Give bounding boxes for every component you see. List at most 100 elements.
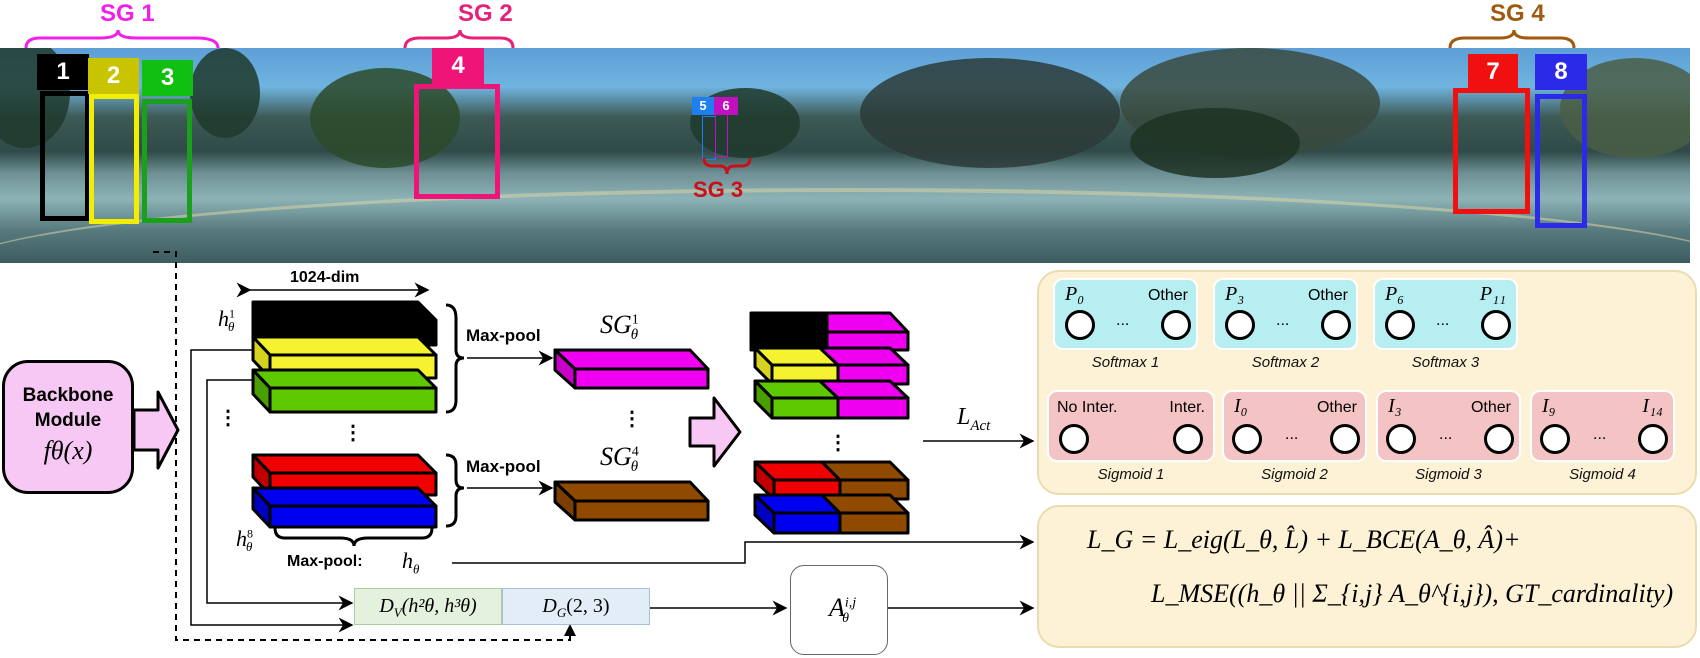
sg-symbol: SG [600, 442, 632, 471]
feature-bar-h3 [268, 386, 438, 414]
softmax-group-3: P₆ P₁₁ ... [1373, 278, 1518, 350]
ellipsis: ... [1276, 312, 1290, 329]
sg-sub: θ [630, 459, 639, 476]
sigmoid-group-3: I₃ Other ... [1376, 390, 1521, 462]
dv-args: (h²θ, h³θ) [401, 595, 477, 617]
sg-sup: 4 [631, 444, 639, 460]
dg-args: (2, 3) [566, 595, 610, 617]
maxpool-label-2: Max-pool [466, 457, 541, 476]
softmax-group-1: P₀ Other ... [1053, 278, 1198, 350]
softmax3-caption: Softmax 3 [1411, 354, 1480, 371]
group-loss-line1: L_G = L_eig(L_θ, L̂) + L_BCE(A_θ, Â)+ [1087, 525, 1521, 554]
sigmoid-group-4: I₉ I₁₄ ... [1530, 390, 1675, 462]
maxpool-label-1: Max-pool [466, 326, 541, 345]
sg-symbol: SG [600, 310, 632, 339]
h-symbol: h [402, 548, 413, 573]
visual-distance-box: DV(h²θ, h³θ) [354, 588, 502, 625]
ellipsis: ... [1436, 312, 1450, 329]
subgroup-label-sg2: SG 2 [458, 0, 513, 27]
adjacency-box: Ai,jθ [790, 565, 888, 655]
h-symbol: h [218, 306, 229, 331]
group-loss-line2: L_MSE((h_θ || Σ_{i,j} A_θ^{i,j}), GT_car… [1151, 579, 1674, 608]
output-node [1386, 424, 1416, 454]
h-sub: θ [228, 319, 235, 335]
output-node [1232, 424, 1262, 454]
feature-label-h1: h1θ [218, 306, 235, 335]
person-tag-5: 5 [692, 97, 714, 115]
person-tag-1: 1 [37, 54, 89, 90]
subgroup-bar-sg4 [573, 499, 710, 522]
subgroup-label-sg1: SG 1 [100, 0, 155, 27]
geometric-distance-box: DG(2, 3) [502, 588, 650, 625]
h-sub: θ [246, 539, 253, 555]
output-node [1173, 424, 1203, 454]
softmax3-right-label: P₁₁ [1479, 283, 1506, 305]
backbone-module: Backbone Module fθ(x) [2, 360, 134, 494]
sigmoid1-caption: Sigmoid 1 [1097, 466, 1165, 483]
sigmoid-group-1: No Inter. Inter. [1047, 390, 1215, 462]
softmax1-right-label: Other [1147, 287, 1188, 304]
dg-symbol: D [542, 595, 557, 617]
softmax3-left-label: P₆ [1385, 283, 1405, 305]
vdots-left: ⋮ [218, 407, 238, 429]
backbone-title-line1: Backbone [22, 385, 114, 406]
subgroup-label-sg4: SG 4 [1490, 0, 1545, 27]
loss-act-label: LAct [957, 404, 990, 435]
dg-sub: G [556, 605, 567, 620]
output-node [1161, 310, 1191, 340]
softmax1-left-label: P₀ [1065, 283, 1085, 305]
softmax2-right-label: Other [1307, 287, 1348, 304]
person-tag-7: 7 [1468, 54, 1518, 90]
sigmoid4-right-label: I₁₄ [1642, 395, 1663, 417]
vdots-concat: ⋮ [828, 432, 848, 454]
sigmoid3-left-label: I₃ [1388, 395, 1402, 417]
output-node [1638, 424, 1668, 454]
sigmoid2-left-label: I₀ [1234, 395, 1248, 417]
person-tag-6: 6 [714, 97, 738, 115]
dv-sub: V [393, 605, 402, 620]
sg-sup: 1 [631, 312, 639, 328]
feature-bar-h8 [268, 504, 438, 529]
adj-symbol: A [828, 593, 845, 622]
person-box-8 [1535, 94, 1587, 228]
vdots-sg: ⋮ [622, 408, 642, 430]
output-node [1321, 310, 1351, 340]
person-box-3 [142, 99, 192, 223]
person-tag-3: 3 [142, 60, 193, 96]
adj-sub: θ [842, 611, 850, 627]
output-node [1330, 424, 1360, 454]
output-node [1540, 424, 1570, 454]
softmax2-caption: Softmax 2 [1251, 354, 1320, 371]
output-node [1481, 310, 1511, 340]
dimension-label: 1024-dim [290, 269, 360, 286]
output-node [1065, 310, 1095, 340]
person-tag-4: 4 [432, 48, 484, 84]
person-box-2 [89, 94, 139, 224]
sg1-feature-label: SG1θ [600, 310, 639, 344]
loss-sub: Act [970, 417, 991, 434]
subgroup-label-sg3: SG 3 [693, 177, 744, 202]
subgroup-bar-sg1 [573, 367, 710, 390]
sigmoid4-caption: Sigmoid 4 [1569, 466, 1636, 483]
sigmoid1-left-label: No Inter. [1057, 399, 1118, 416]
h-sub: θ [413, 561, 420, 577]
adj-sup: i,j [844, 595, 857, 611]
dv-symbol: D [379, 595, 394, 617]
subgroup-brackets [24, 29, 1576, 49]
vdots-stack: ⋮ [343, 422, 363, 444]
backbone-formula: fθ(x) [43, 436, 93, 465]
person-tag-2: 2 [88, 58, 139, 94]
softmax-group-2: P₃ Other ... [1213, 278, 1358, 350]
h-theta-label: hθ [402, 548, 419, 577]
h-symbol: h [236, 526, 247, 551]
sigmoid2-caption: Sigmoid 2 [1261, 466, 1328, 483]
h-sup: 8 [247, 526, 253, 541]
sigmoid4-left-label: I₉ [1542, 395, 1556, 417]
sg-sub: θ [630, 327, 639, 344]
maxpool-all-label: Max-pool: [287, 553, 363, 570]
sigmoid3-caption: Sigmoid 3 [1415, 466, 1482, 483]
output-node [1225, 310, 1255, 340]
panoramic-scene-photo: 1 2 3 4 5 6 7 8 [0, 48, 1690, 263]
